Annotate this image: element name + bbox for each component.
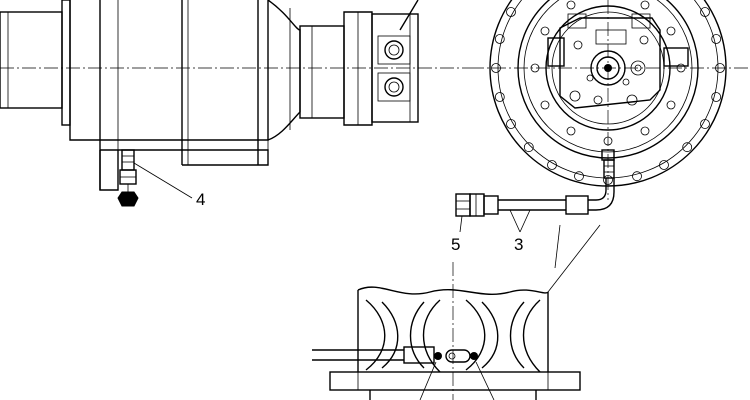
base-plate	[329, 371, 581, 391]
left-flange-block	[0, 11, 63, 109]
leader-5	[459, 215, 463, 233]
outer-bolt-holes	[491, 7, 725, 185]
callout-4: 4	[196, 190, 205, 209]
hose-assembly-3	[469, 178, 615, 217]
leader-3a	[509, 209, 521, 233]
callout-5: 5	[451, 235, 460, 254]
fitting-5	[455, 193, 471, 217]
inner-bolt-holes	[530, 0, 686, 146]
detail-hose	[312, 346, 478, 364]
leader-3b	[519, 209, 531, 233]
detail-leader-a	[547, 224, 601, 293]
motor-side-view	[0, 0, 470, 207]
leader-4	[133, 162, 193, 199]
valve-block-front	[547, 13, 689, 109]
elbow-fitting	[601, 149, 615, 179]
detail-view	[312, 262, 581, 400]
callout-3: 3	[514, 235, 523, 254]
drain-fitting-4	[117, 149, 139, 207]
motor-front-view	[455, 0, 750, 293]
